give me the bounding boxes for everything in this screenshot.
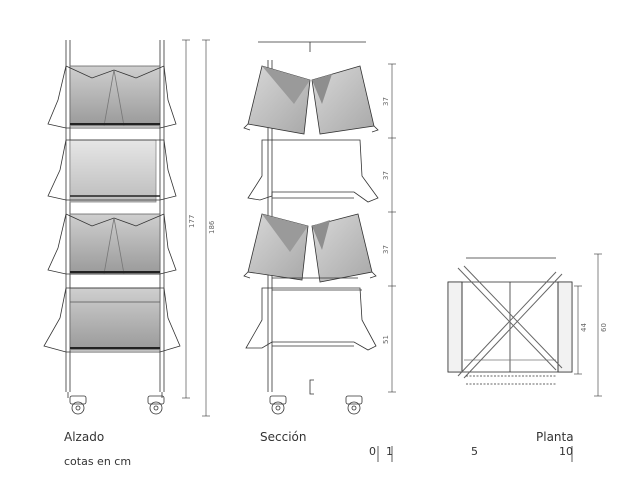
planta-dim-inner: 44 [580, 323, 588, 332]
seccion-tier-1 [243, 65, 379, 135]
planta-dim-outer: 60 [600, 323, 608, 332]
seccion-dim-tier-4: 51 [382, 335, 390, 344]
seccion-section [243, 41, 396, 415]
alzado-elevation [43, 39, 210, 417]
seccion-label: Sección [260, 430, 307, 444]
alzado-label: Alzado [64, 430, 105, 444]
alzado-caster-right [147, 392, 165, 415]
seccion-dim-tier-3: 37 [382, 245, 390, 254]
alzado-tier-3 [47, 213, 177, 275]
seccion-dim-tier-1: 37 [382, 97, 390, 106]
planta-label: Planta [536, 430, 574, 444]
scale-tick-0: 0 [369, 445, 376, 458]
seccion-dim-tier-2: 37 [382, 171, 390, 180]
seccion-caster-left [269, 395, 287, 415]
scale-bar [377, 446, 573, 462]
alzado-tier-4 [43, 287, 181, 353]
units-note: cotas en cm [64, 455, 132, 468]
alzado-dim-inner: 177 [188, 215, 196, 228]
alzado-caster-left [67, 392, 87, 415]
alzado-tier-1 [47, 65, 177, 129]
scale-tick-10: 10 [559, 445, 573, 458]
seccion-tier-4 [245, 287, 377, 351]
planta-plan [447, 253, 602, 397]
seccion-caster-right [345, 395, 363, 415]
seccion-tier-3 [243, 213, 377, 283]
alzado-tier-2 [47, 139, 177, 203]
seccion-tier-2 [247, 139, 379, 203]
scale-tick-1: 1 [386, 445, 393, 458]
alzado-dim-outer: 186 [208, 220, 216, 234]
scale-tick-5: 5 [471, 445, 478, 458]
